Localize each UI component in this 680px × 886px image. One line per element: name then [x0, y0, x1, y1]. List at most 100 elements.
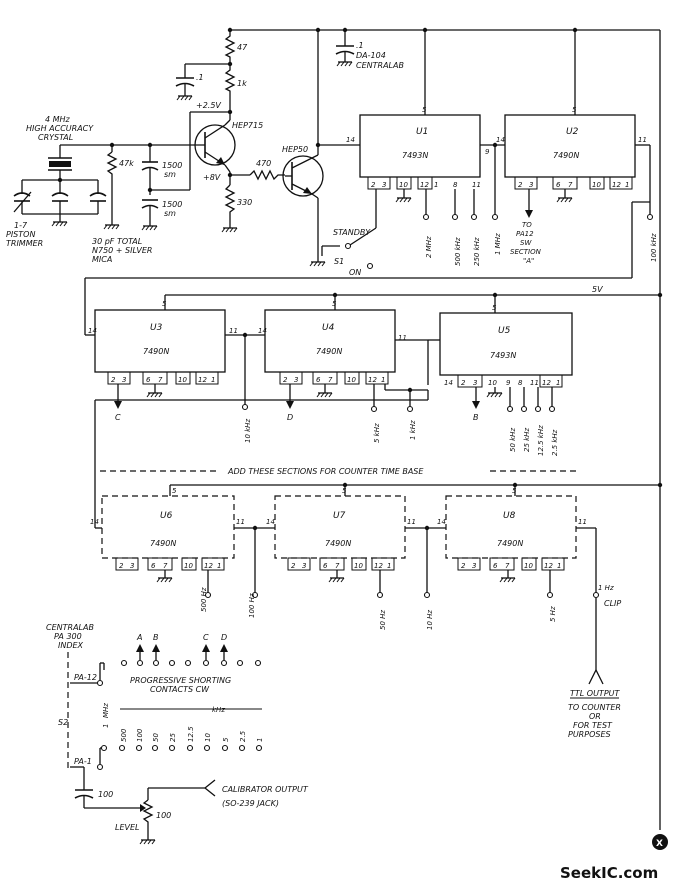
u1-pin9: 9	[485, 148, 490, 156]
svg-text:PA12: PA12	[516, 230, 534, 238]
svg-text:5: 5	[512, 487, 517, 495]
label-47: 47	[237, 43, 248, 52]
pa12-contacts: A B C D PROGRESSIVE SHORTING CONTACTS CW	[120, 633, 262, 694]
label-1500b: 1500	[162, 200, 182, 209]
label-1500b-unit: sm	[164, 209, 176, 218]
svg-text:500: 500	[120, 728, 128, 742]
label-1mhz: 1 MHz	[494, 233, 502, 255]
pa1-contacts: 1 MHz kHz 500 100 50 25 12.5 10 5 2.5 1	[100, 703, 264, 752]
label-50khz: 50 kHz	[509, 428, 517, 452]
mica-capacitors: 30 pF TOTAL N750 + SILVER MICA	[22, 180, 152, 264]
u5-name: U5	[498, 326, 511, 336]
label-1hz: 1 Hz	[598, 584, 614, 592]
label-10hz: 10 Hz	[426, 610, 434, 630]
svg-text:11: 11	[530, 379, 539, 387]
svg-text:1: 1	[256, 738, 264, 742]
svg-text:5: 5	[572, 106, 577, 114]
svg-text:1: 1	[387, 562, 391, 570]
svg-text:1: 1	[102, 724, 110, 728]
u2-name: U2	[566, 127, 579, 137]
watermark: SeekIC.com	[560, 864, 658, 882]
label-50hz: 50 Hz	[379, 610, 387, 630]
capacitor-small: .1	[175, 64, 204, 101]
label-5v: 5V	[592, 285, 603, 294]
label-pa12: PA-12	[74, 673, 97, 682]
svg-text:1: 1	[557, 562, 561, 570]
svg-text:SW: SW	[520, 239, 532, 247]
middle-5v-rail: 5V	[164, 285, 663, 313]
label-1khz: 1 kHz	[409, 420, 417, 440]
label-100hz: 100 Hz	[248, 593, 256, 618]
chip-u5: U5 7493N 5 14 2 3 10 9 8 11 12 1 B 50 kH…	[439, 304, 573, 456]
svg-text:1: 1	[556, 379, 560, 387]
svg-text:A: A	[136, 633, 142, 642]
svg-text:PURPOSES: PURPOSES	[568, 730, 611, 739]
label-centralab: CENTRALAB	[356, 61, 404, 70]
svg-text:1: 1	[211, 376, 215, 384]
label-2-5khz: 2.5 kHz	[551, 429, 559, 456]
u4-part: 7490N	[316, 347, 342, 356]
label-100khz: 100 kHz	[650, 233, 658, 262]
svg-text:1: 1	[625, 181, 629, 189]
svg-text:10: 10	[488, 379, 497, 387]
svg-text:7: 7	[505, 562, 510, 570]
standby-switch: STANDBY S1 ON	[321, 189, 377, 277]
label-47k: 47k	[119, 159, 134, 168]
svg-text:6: 6	[493, 562, 498, 570]
svg-text:6: 6	[146, 376, 151, 384]
svg-text:5: 5	[342, 487, 347, 495]
svg-text:12: 12	[204, 562, 213, 570]
label-ttl: TTL OUTPUT	[570, 689, 620, 698]
svg-text:11: 11	[407, 518, 416, 526]
svg-text:2: 2	[119, 562, 124, 570]
svg-text:D: D	[221, 633, 227, 642]
label-470: 470	[256, 159, 271, 168]
svg-text:2: 2	[518, 181, 523, 189]
label-clip: CLIP	[604, 599, 621, 608]
label-2mhz: 2 MHz	[425, 236, 433, 258]
svg-text:8: 8	[518, 379, 523, 387]
capacitor-da104: .1 DA-104 CENTRALAB	[335, 30, 404, 70]
u6-name: U6	[160, 511, 173, 521]
label-contacts-1: PROGRESSIVE SHORTING	[130, 676, 231, 685]
svg-text:2: 2	[283, 376, 288, 384]
resistor-47k: 47k	[103, 145, 134, 230]
u1-pin5: 5	[422, 106, 427, 114]
svg-text:SECTION: SECTION	[510, 248, 542, 256]
svg-text:12: 12	[542, 379, 551, 387]
label-hep715: HEP715	[232, 121, 263, 130]
svg-text:12: 12	[612, 181, 621, 189]
svg-text:10: 10	[184, 562, 193, 570]
label-b: B	[473, 413, 479, 422]
svg-text:25: 25	[169, 733, 177, 742]
label-level: LEVEL	[115, 823, 140, 832]
u4-name: U4	[322, 323, 335, 333]
label-x: X	[656, 839, 663, 849]
svg-text:7: 7	[335, 562, 340, 570]
u2-part: 7490N	[553, 151, 579, 160]
svg-text:PA 300: PA 300	[54, 632, 82, 641]
svg-text:11: 11	[638, 136, 647, 144]
label-500khz: 500 kHz	[454, 237, 462, 266]
svg-text:6: 6	[556, 181, 561, 189]
piston-trimmer: 1-7 PISTON TRIMMER	[6, 180, 43, 248]
label-piston-3: TRIMMER	[6, 239, 43, 248]
svg-text:11: 11	[236, 518, 245, 526]
label-10khz: 10 kHz	[244, 419, 252, 443]
label-crystal-2: HIGH ACCURACY	[26, 124, 94, 133]
label-5hz: 5 Hz	[549, 606, 557, 622]
svg-text:12: 12	[544, 562, 553, 570]
resistor-1k: 1k	[224, 64, 247, 96]
svg-text:5: 5	[332, 300, 337, 308]
label-s1: S1	[334, 257, 344, 266]
svg-text:3: 3	[122, 376, 126, 384]
transistor-hep715: HEP715	[194, 119, 263, 173]
svg-text:11: 11	[398, 334, 407, 342]
label-pf30-3: MICA	[92, 255, 112, 264]
transistor-hep50: HEP50	[282, 27, 326, 267]
label-1500a-unit: sm	[164, 170, 176, 179]
label-contacts-2: CONTACTS CW	[150, 685, 210, 694]
svg-text:10: 10	[524, 562, 533, 570]
chip-u7: U7 7490N 14 5 11 2 3 6 7 10 12 1 50 Hz	[266, 487, 416, 630]
svg-text:5: 5	[162, 300, 167, 308]
